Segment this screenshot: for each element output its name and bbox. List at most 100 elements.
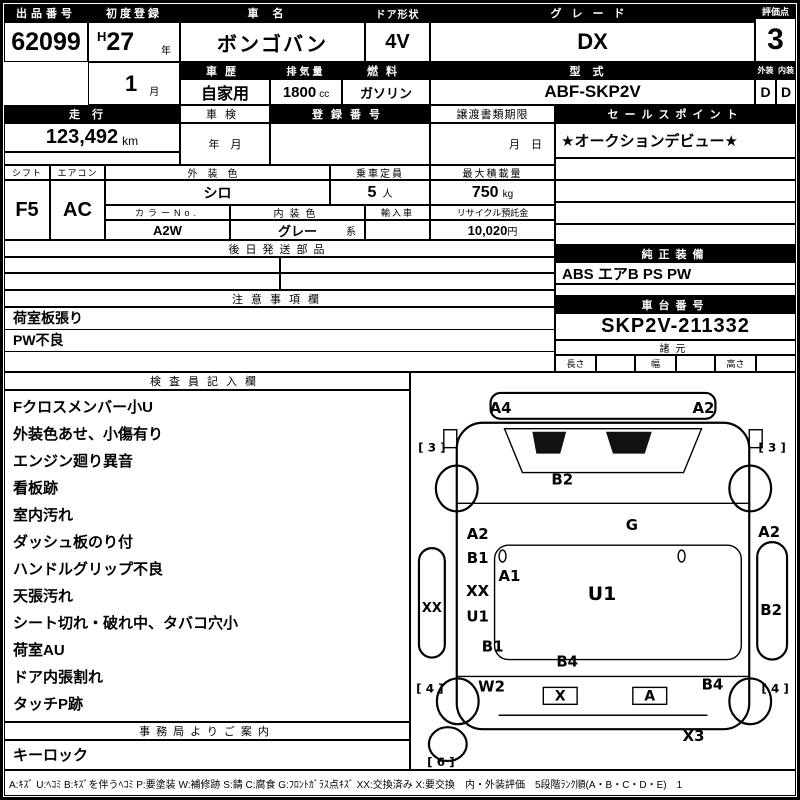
diagram-damage-code: A2	[758, 523, 780, 541]
capacity-label: 乗車定員	[330, 165, 430, 180]
model-code-label: 型式	[430, 62, 755, 79]
diagram-damage-code: B1	[467, 549, 489, 567]
diagram-code-box	[632, 686, 668, 706]
genuine-equipment-value: ABS エアB PS PW	[555, 262, 796, 284]
import-label: 輸入車	[365, 205, 430, 220]
score-label: 評価点	[755, 4, 796, 18]
mileage-unit: km	[122, 134, 139, 148]
aircon-value: AC	[50, 180, 105, 240]
history-label: 車歴	[180, 62, 270, 79]
diagram-damage-code: [ 6 ]	[427, 755, 455, 769]
text-line: キーロック	[13, 747, 89, 764]
diagram-damage-code: B2	[760, 601, 782, 619]
max-load-label: 最大積載量	[430, 165, 555, 180]
diagram-damage-code: X	[555, 688, 566, 704]
height-blank	[756, 355, 796, 372]
sales-point-blank-row	[555, 158, 796, 180]
capacity-number: 5	[367, 183, 377, 201]
text-line: PW不良	[5, 330, 554, 352]
transfer-deadline-value: 月 日	[430, 123, 555, 165]
sales-point-blank-row	[555, 180, 796, 202]
shift-value: F5	[4, 180, 50, 240]
diagram-damage-code: [ 3 ]	[418, 441, 446, 455]
fuel-label: 燃料	[342, 62, 430, 79]
interior-color: グレー	[277, 223, 317, 239]
diagram-damage-code: [ 3 ]	[758, 441, 785, 455]
registration-no-label: 登録番号	[270, 105, 430, 123]
office-info-label: 事務局よりご案内	[4, 722, 410, 740]
aircon-label: エアコン	[50, 165, 105, 180]
car-name-value: ボンゴバン	[180, 22, 365, 62]
displacement-number: 1800	[282, 83, 317, 101]
shaken-value: 年 月	[180, 123, 270, 165]
text-line: 荷室AU	[13, 642, 65, 659]
interior-grade-label: 内装	[776, 62, 796, 79]
seat-mark-right	[605, 431, 652, 454]
capacity-value: 5 人	[330, 180, 430, 205]
recycle-deposit-label: リサイクル預託金	[430, 205, 555, 220]
diagram-damage-code: B4	[556, 653, 578, 671]
wheel-front-left	[434, 464, 479, 513]
car-body-outline	[455, 421, 751, 731]
roof-panel-outline	[493, 544, 742, 661]
month-unit: 月	[149, 87, 160, 98]
interior-color-label: 内装色	[230, 205, 365, 220]
max-load-value: 750 kg	[430, 180, 555, 205]
first-registration-year: H 27 年	[88, 22, 180, 62]
legend: A:ｷｽﾞ U:ﾍｺﾐ B:ｷｽﾞを伴うﾍｺﾐ P:要塗装 W:補修跡 S:錆 …	[4, 770, 796, 796]
diagram-code-box	[542, 686, 578, 706]
office-list: キーロック	[4, 740, 410, 770]
era-letter: H	[97, 29, 107, 44]
recycle-number: 10,020	[467, 222, 508, 238]
auction-no-value: 62099	[4, 22, 88, 62]
displacement-value: 1800 cc	[270, 79, 342, 105]
transfer-deadline-label: 譲渡書類期限	[430, 105, 555, 123]
first-registration-month: 1 月	[88, 62, 180, 105]
recycle-deposit-value: 10,020 円	[430, 220, 555, 240]
width-label: 幅	[635, 355, 676, 372]
diagram-damage-code: XX	[466, 582, 489, 600]
text-line: 外装色あせ、小傷有り	[13, 426, 164, 443]
sales-point-value: ★オークションデビュー★	[555, 123, 796, 158]
exterior-color-label: 外装色	[105, 165, 330, 180]
text-line: ダッシュ板のり付	[13, 534, 134, 551]
wheel-rear-right	[728, 677, 773, 726]
later-parts-blank	[4, 273, 280, 290]
text-line: タッチP跡	[13, 696, 84, 713]
mileage-blank-row	[4, 152, 180, 165]
reg-year: 27	[106, 27, 135, 56]
diagram-damage-code: [ 4 ]	[761, 681, 789, 695]
wheel-rear-left	[435, 677, 480, 726]
later-parts-blank	[280, 257, 555, 273]
diagram-damage-code: A2	[467, 525, 489, 543]
color-no-value: A2W	[105, 220, 230, 240]
text-line: ハンドルグリップ不良	[13, 561, 164, 578]
chassis-no-label: 車台番号	[555, 296, 796, 313]
text-line: 看板跡	[13, 480, 59, 497]
diagram-damage-code: XX	[422, 601, 442, 616]
door-shape-value: 4V	[365, 22, 430, 62]
exterior-grade-label: 外装	[755, 62, 776, 79]
text-line: 室内汚れ	[13, 507, 74, 524]
mileage-label: 走行	[4, 105, 180, 123]
interior-color-suffix: 系	[346, 226, 356, 238]
door-handle-right	[677, 549, 686, 563]
grade-value: DX	[430, 22, 755, 62]
text-line: ドア内張割れ	[13, 669, 104, 686]
text-line: 荷室板張り	[5, 308, 554, 330]
mirror-left	[443, 429, 458, 449]
height-label: 高さ	[715, 355, 756, 372]
shift-label: シフト	[4, 165, 50, 180]
registration-no-blank	[270, 123, 430, 165]
side-strip-right	[756, 541, 789, 661]
import-blank	[365, 220, 430, 240]
later-parts-label: 後日発送部品	[4, 240, 555, 257]
diagram-damage-code: A4	[490, 399, 512, 417]
reg-month: 1	[125, 70, 138, 96]
mileage-value: 123,492 km	[4, 123, 180, 152]
diagram-damage-code: U1	[466, 608, 488, 626]
front-bumper	[489, 391, 717, 420]
diagram-damage-code: A	[644, 688, 655, 704]
